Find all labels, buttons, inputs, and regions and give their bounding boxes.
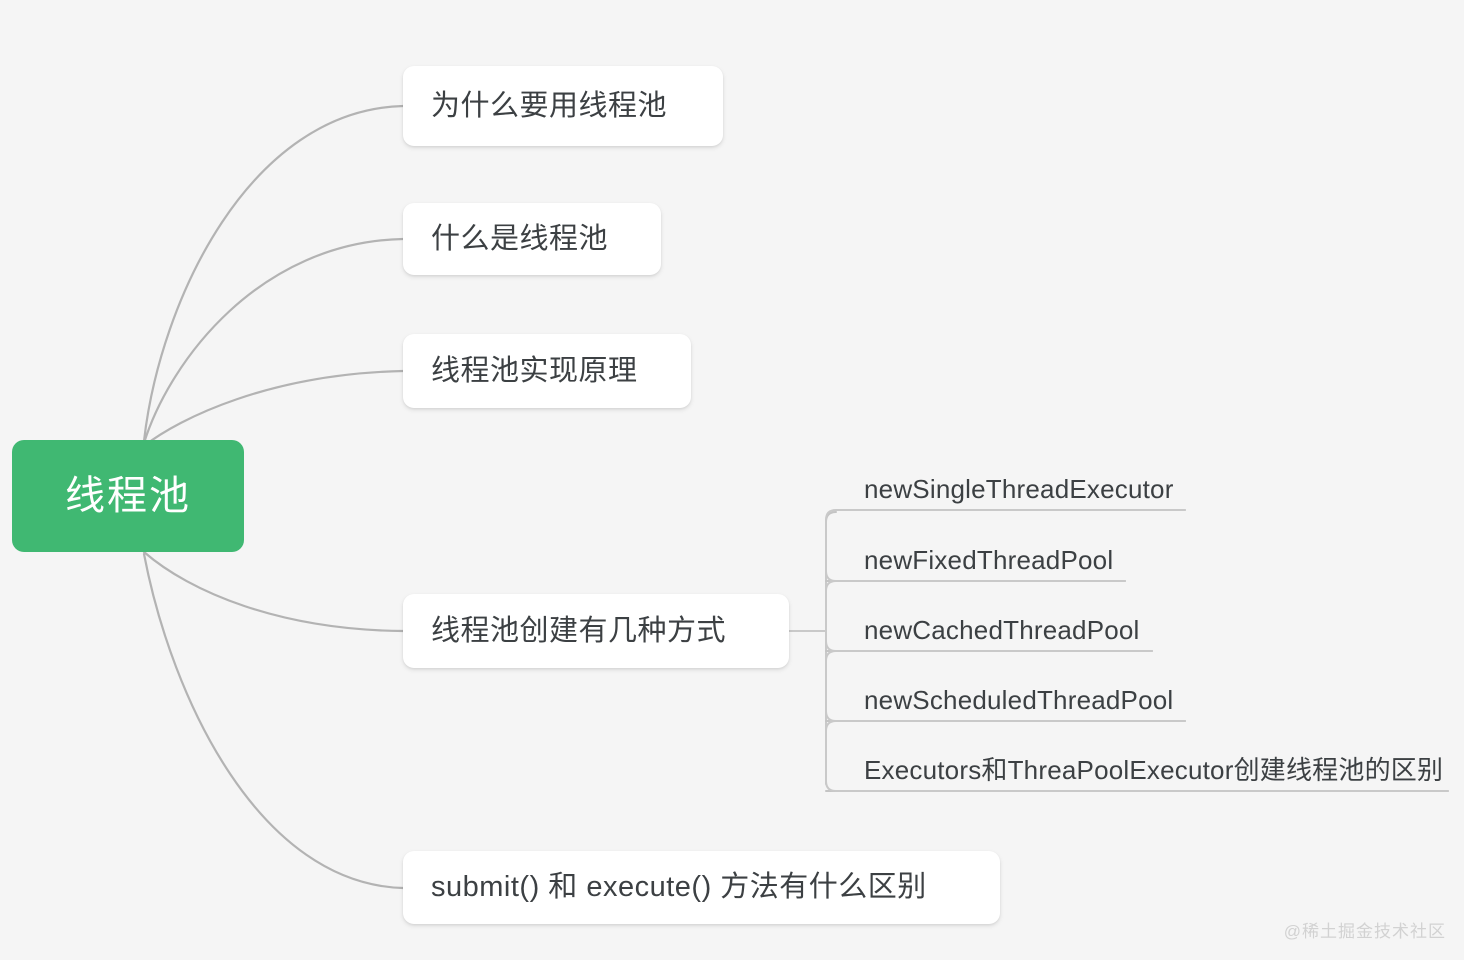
sub-new-scheduled-thread-pool-label: newScheduledThreadPool: [864, 685, 1174, 715]
branch-creation-methods-label: 线程池创建有几种方式: [431, 614, 727, 647]
sub-executors-vs-threadpoolexecutor-label: Executors和ThreaPoolExecutor创建线程池的区别: [864, 755, 1444, 785]
branch-submit-vs-execute[interactable]: submit() 和 execute() 方法有什么区别: [403, 851, 1000, 924]
connector-root-to-branch-5: [142, 552, 405, 890]
branch-implementation-principle-label: 线程池实现原理: [431, 354, 638, 387]
sub-executors-vs-threadpoolexecutor[interactable]: Executors和ThreaPoolExecutor创建线程池的区别: [826, 745, 1448, 795]
sub-new-scheduled-thread-pool[interactable]: newScheduledThreadPool: [826, 675, 1186, 725]
branch-why-thread-pool[interactable]: 为什么要用线程池: [403, 66, 723, 146]
branch-what-is-thread-pool-label: 什么是线程池: [431, 222, 609, 255]
root-node-label: 线程池: [65, 474, 191, 518]
branch-implementation-principle[interactable]: 线程池实现原理: [403, 334, 691, 408]
connector-root-to-branch-2: [142, 237, 405, 445]
sub-new-single-thread-executor[interactable]: newSingleThreadExecutor: [826, 464, 1186, 514]
branch-what-is-thread-pool[interactable]: 什么是线程池: [403, 203, 661, 275]
sub-new-fixed-thread-pool-label: newFixedThreadPool: [864, 545, 1114, 575]
connector-root-to-branch-4: [142, 550, 405, 633]
root-node[interactable]: 线程池: [12, 440, 244, 552]
branch-creation-methods[interactable]: 线程池创建有几种方式: [403, 594, 789, 668]
branch-why-thread-pool-label: 为什么要用线程池: [431, 89, 668, 122]
watermark: @稀土掘金技术社区: [1283, 922, 1446, 941]
branch-submit-vs-execute-label: submit() 和 execute() 方法有什么区别: [431, 871, 927, 903]
sub-new-single-thread-executor-label: newSingleThreadExecutor: [864, 474, 1174, 504]
connector-root-to-branch-3: [142, 369, 405, 448]
connector-root-to-branch-1: [142, 104, 405, 443]
sub-new-fixed-thread-pool[interactable]: newFixedThreadPool: [826, 535, 1126, 585]
sub-new-cached-thread-pool-label: newCachedThreadPool: [864, 615, 1140, 645]
sub-new-cached-thread-pool[interactable]: newCachedThreadPool: [826, 605, 1153, 655]
